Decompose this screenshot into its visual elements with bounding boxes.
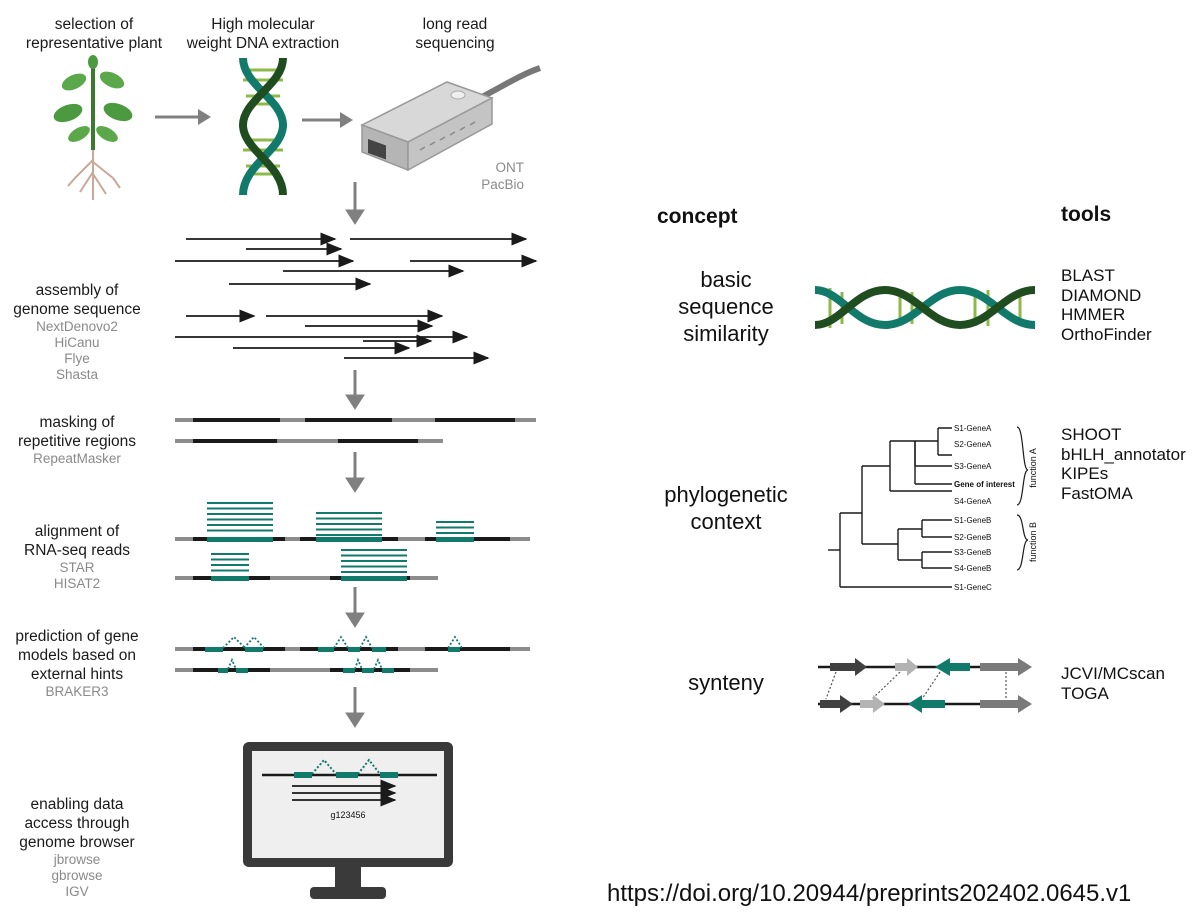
concept-line: basic: [700, 267, 752, 292]
selection-line-2: representative plant: [25, 35, 163, 52]
prediction-line-2: models based on: [17, 647, 137, 664]
alignment-label: alignment of RNA-seq reads STAR HISAT2: [0, 522, 154, 592]
alignment-tool: STAR: [59, 560, 95, 575]
browser-gene-name: g123456: [330, 810, 365, 820]
prediction-line-1: prediction of gene: [15, 628, 139, 645]
alignment-line-1: alignment of: [34, 523, 120, 540]
monitor-icon: g123456: [243, 742, 453, 899]
tool-item: JCVI/MCscan: [1061, 664, 1165, 683]
tree-group-labels: function A function B: [1028, 448, 1038, 562]
tool-item: FastOMA: [1061, 483, 1133, 503]
selection-label: selection of representative plant: [0, 15, 188, 53]
synteny-diagram: [818, 658, 1032, 713]
gene-prediction: [175, 635, 530, 673]
concept-line: similarity: [683, 321, 769, 346]
tool-item: BLAST: [1061, 266, 1115, 285]
tree-leaf-label: S1-GeneB: [954, 516, 991, 525]
access-line-2: access through: [24, 815, 130, 832]
access-tool: gbrowse: [51, 868, 103, 883]
sequencer-icon: [360, 65, 541, 172]
concept-synteny: synteny: [640, 669, 812, 696]
alignment-tool: HISAT2: [53, 576, 101, 591]
concept-phylogenetic: phylogenetic context: [640, 481, 812, 535]
doi-link[interactable]: https://doi.org/10.20944/preprints202402…: [607, 880, 1132, 907]
tree-leaf-label: S3-GeneB: [954, 548, 991, 557]
extraction-line-2: weight DNA extraction: [186, 35, 340, 52]
tree-leaf-label: S3-GeneA: [954, 462, 992, 471]
flow-arrow: [155, 109, 211, 125]
access-line-3: genome browser: [19, 834, 135, 851]
concept-similarity: basic sequence similarity: [640, 266, 812, 347]
tools-header: tools: [1061, 203, 1112, 226]
dna-helix-horizontal-icon: [814, 285, 1036, 330]
sequencing-line-1: long read: [422, 16, 488, 33]
concept-line: synteny: [688, 670, 764, 695]
extraction-line-1: High molecular: [211, 16, 315, 33]
tool-item: HMMER: [1061, 305, 1126, 324]
tree-leaf-label: Gene of interest: [954, 480, 1015, 489]
sequencing-reads: [175, 232, 538, 365]
masking-line-2: repetitive regions: [17, 433, 137, 450]
device-pacbio: PacBio: [481, 177, 524, 192]
device-ont: ONT: [495, 160, 525, 175]
masking-label: masking of repetitive regions RepeatMask…: [0, 413, 154, 467]
access-tool: IGV: [65, 884, 89, 899]
sequencing-label: long read sequencing: [380, 15, 530, 53]
tree-group-b: function B: [1028, 522, 1038, 562]
tree-leaf-labels: S1-GeneA S2-GeneA S3-GeneA Gene of interest…: [954, 424, 1015, 592]
prediction-tool: BRAKER3: [45, 684, 109, 699]
tools-similarity: BLAST DIAMOND HMMER OrthoFinder: [1061, 266, 1152, 344]
masking-tool: RepeatMasker: [33, 451, 121, 466]
masking-line-1: masking of: [39, 414, 115, 431]
dna-helix-icon: [238, 57, 288, 196]
assembly-tool: HiCanu: [54, 335, 100, 350]
tree-leaf-label: S4-GeneB: [954, 564, 991, 573]
tree-group-a: function A: [1028, 448, 1038, 488]
tool-item: KIPEs: [1061, 464, 1109, 483]
assembly-tool: Flye: [64, 351, 90, 366]
assembly-label: assembly of genome sequence NextDenovo2 …: [0, 281, 154, 383]
prediction-line-3: external hints: [30, 666, 124, 683]
plant-icon: [53, 55, 133, 200]
concept-line: context: [690, 509, 762, 534]
tools-synteny: JCVI/MCscan TOGA: [1061, 664, 1165, 703]
flow-arrow: [302, 112, 353, 128]
assembly-line-2: genome sequence: [13, 301, 141, 318]
concept-header: concept: [657, 205, 738, 228]
selection-line-1: selection of: [54, 16, 134, 33]
access-label: enabling data access through genome brow…: [0, 795, 154, 900]
tree-leaf-label: S4-GeneA: [954, 497, 992, 506]
access-tool: jbrowse: [53, 852, 101, 867]
tree-leaf-label: S2-GeneA: [954, 440, 992, 449]
tool-item: OrthoFinder: [1061, 324, 1152, 344]
tool-item: TOGA: [1061, 683, 1109, 703]
concept-line: sequence: [678, 294, 774, 319]
tool-item: SHOOT: [1061, 425, 1122, 444]
assembly-tool: NextDenovo2: [36, 319, 118, 334]
sequencing-devices: ONT PacBio: [440, 159, 524, 193]
alignment-line-2: RNA-seq reads: [24, 542, 130, 559]
tree-leaf-label: S1-GeneC: [954, 583, 992, 592]
flow-arrows: [345, 182, 365, 728]
assembly-tool: Shasta: [55, 367, 99, 382]
concept-line: phylogenetic: [664, 482, 788, 507]
sequencing-line-2: sequencing: [415, 35, 495, 52]
tool-item: bHLH_annotator: [1061, 444, 1186, 464]
phylogenetic-tree: [828, 426, 1029, 588]
assembly-line-1: assembly of: [35, 282, 119, 299]
access-line-1: enabling data: [30, 796, 124, 813]
masking-tracks: [175, 418, 536, 443]
tools-phylogenetic: SHOOT bHLH_annotator KIPEs FastOMA: [1061, 425, 1186, 503]
tool-item: DIAMOND: [1061, 285, 1142, 305]
extraction-label: High molecular weight DNA extraction: [168, 15, 358, 53]
tree-leaf-label: S2-GeneB: [954, 533, 991, 542]
rna-seq-alignment: [175, 502, 530, 581]
prediction-label: prediction of gene models based on exter…: [0, 627, 154, 700]
tree-leaf-label: S1-GeneA: [954, 424, 992, 433]
